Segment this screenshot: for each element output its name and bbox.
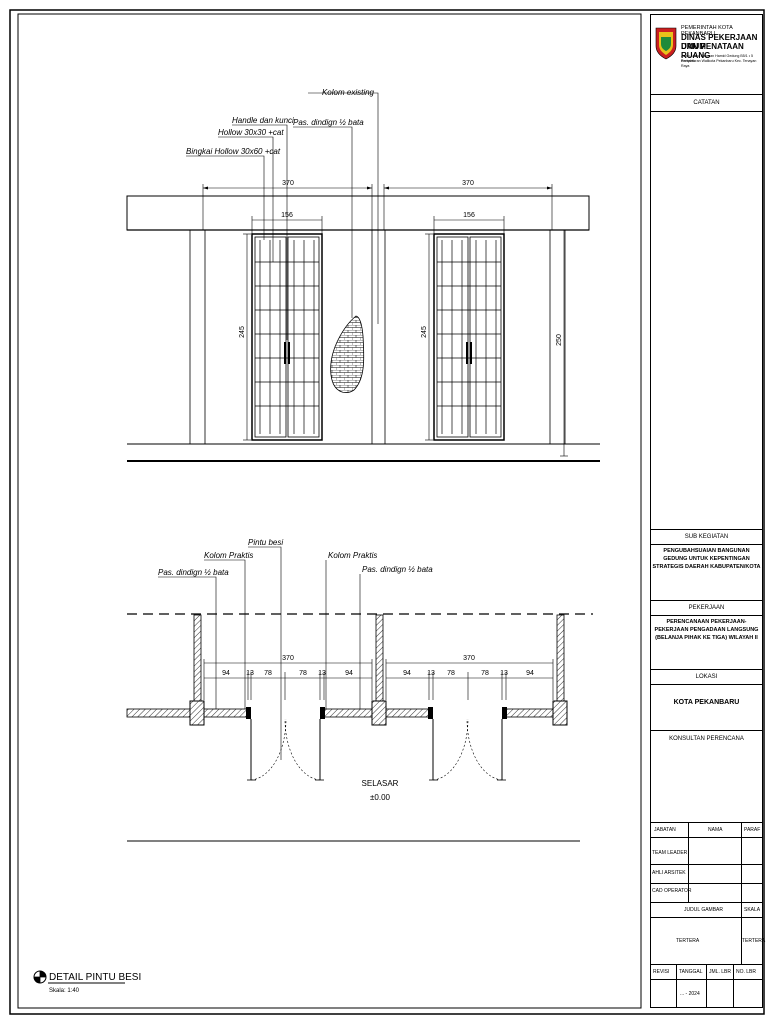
logo-line3: DAN PENATAAN RUANG <box>681 42 744 60</box>
label-bingkai-hollow: Bingkai Hollow 30x60 +cat <box>186 147 281 156</box>
dim-plan-seg: 78 <box>299 670 307 677</box>
dim-elev-width-2: 370 <box>462 180 474 187</box>
konsultan-header: KONSULTAN PERENCANA <box>669 736 744 742</box>
judul-gambar-header: JUDUL GAMBAR <box>684 907 723 913</box>
label-handle-kunci: Handle dan kunci <box>232 116 294 125</box>
col-paraf: PARAF <box>744 827 761 833</box>
dim-plan-seg: 94 <box>403 670 411 677</box>
dim-plan-seg: 13 <box>427 670 435 677</box>
title-block: PEMERINTAH KOTA PEKANBARU DINAS PEKERJAA… <box>650 14 766 1008</box>
brick-wall-hatch <box>330 315 365 393</box>
ring-beam <box>126 195 590 231</box>
detail-title-block: DETAIL PINTU BESI Skala: 1:40 <box>33 970 141 994</box>
label-pas-dinding-elev: Pas. dindign ½ bata <box>293 118 364 127</box>
door-plan: 370 370 94 13 78 78 13 94 94 13 78 78 13… <box>126 538 593 842</box>
dim-plan-seg: 13 <box>318 670 326 677</box>
outer-border <box>9 9 765 1015</box>
row-cad-operator: CAD OPERATOR <box>652 888 692 894</box>
label-kolom-praktis-1: Kolom Praktis <box>204 551 253 560</box>
door-elevation: 370 370 156 156 245 245 250 Kolom existi… <box>126 88 600 462</box>
col-nama: NAMA <box>708 827 723 833</box>
label-pas-dinding-1: Pas. dindign ½ bata <box>158 568 229 577</box>
logo-address-2: Perkantoran Walikota Pekanbaru Kec. Tena… <box>681 59 757 68</box>
dim-plan-seg: 94 <box>526 670 534 677</box>
dim-plan-seg: 13 <box>500 670 508 677</box>
skala-header: SKALA <box>744 907 761 913</box>
dim-door-height-2: 245 <box>421 326 428 338</box>
tanggal-header: TANGGAL <box>679 969 703 975</box>
kolom-plan-1 <box>189 700 205 726</box>
door-elevation-2 <box>433 233 505 441</box>
dim-plan-seg: 78 <box>447 670 455 677</box>
dim-plan-total-right: 370 <box>463 655 475 662</box>
pekerjaan-header: PEKERJAAN <box>688 605 725 611</box>
drawing-area-border <box>17 13 642 1009</box>
judul-gambar-value: TERTERA <box>676 938 700 944</box>
row-team-leader: TEAM LEADER <box>652 850 688 856</box>
detail-title: DETAIL PINTU BESI <box>49 972 141 983</box>
kolom-plan-2 <box>371 700 387 726</box>
revisi-header: REVISI <box>653 969 670 975</box>
label-kolom-existing: Kolom existing <box>322 88 375 97</box>
tanggal-value: ... - 2024 <box>680 991 700 997</box>
catatan-header: CATATAN <box>693 100 720 106</box>
sub-kegiatan-value: PENGUBAHSUAIAN BANGUNAN GEDUNG UNTUK KEP… <box>652 548 761 570</box>
city-emblem-icon <box>655 27 677 60</box>
pekerjaan-value: PERENCANAAN PEKERJAAN-PEKERJAAN PENGADAA… <box>654 619 759 641</box>
dim-plan-total-left: 370 <box>282 655 294 662</box>
dim-plan-seg: 78 <box>264 670 272 677</box>
dim-plan-seg: 78 <box>481 670 489 677</box>
dim-elev-width-1: 370 <box>282 180 294 187</box>
lokasi-header: LOKASI <box>695 674 718 680</box>
label-pintu-besi: Pintu besi <box>248 538 283 547</box>
kolom-plan-3 <box>552 700 568 726</box>
dim-plan-seg: 94 <box>222 670 230 677</box>
dim-plan-seg: 94 <box>345 670 353 677</box>
skala-value: TERTERA <box>742 938 766 944</box>
logo-line1: PEMERINTAH KOTA PEKANBARU <box>681 25 733 37</box>
detail-scale: Skala: 1:40 <box>49 988 80 994</box>
label-kolom-praktis-2: Kolom Praktis <box>328 551 377 560</box>
sub-kegiatan-header: SUB KEGIATAN <box>684 534 729 540</box>
jml-lbr-header: JML. LBR <box>709 969 731 975</box>
no-lbr-header: NO. LBR <box>736 969 757 975</box>
door-handle <box>284 342 286 364</box>
col-jabatan: JABATAN <box>654 827 676 833</box>
label-selasar: SELASAR <box>362 779 399 788</box>
dim-wall-height: 250 <box>556 334 563 346</box>
dim-plan-seg: 13 <box>246 670 254 677</box>
logo-line2: DINAS PEKERJAAN UMUM <box>681 33 758 51</box>
lokasi-value: KOTA PEKANBARU <box>673 699 740 706</box>
label-hollow-30: Hollow 30x30 +cat <box>218 128 284 137</box>
dim-door-width-2: 156 <box>463 212 475 219</box>
label-level: ±0.00 <box>370 793 391 802</box>
row-ahli-arsitek: AHLI ARSITEK <box>652 870 686 876</box>
label-pas-dinding-2: Pas. dindign ½ bata <box>362 565 433 574</box>
logo-address-1: Jalan Abdul Rahman Hamid Gedung B5/1 • 5… <box>681 54 753 63</box>
dim-door-height-1: 245 <box>239 326 246 338</box>
